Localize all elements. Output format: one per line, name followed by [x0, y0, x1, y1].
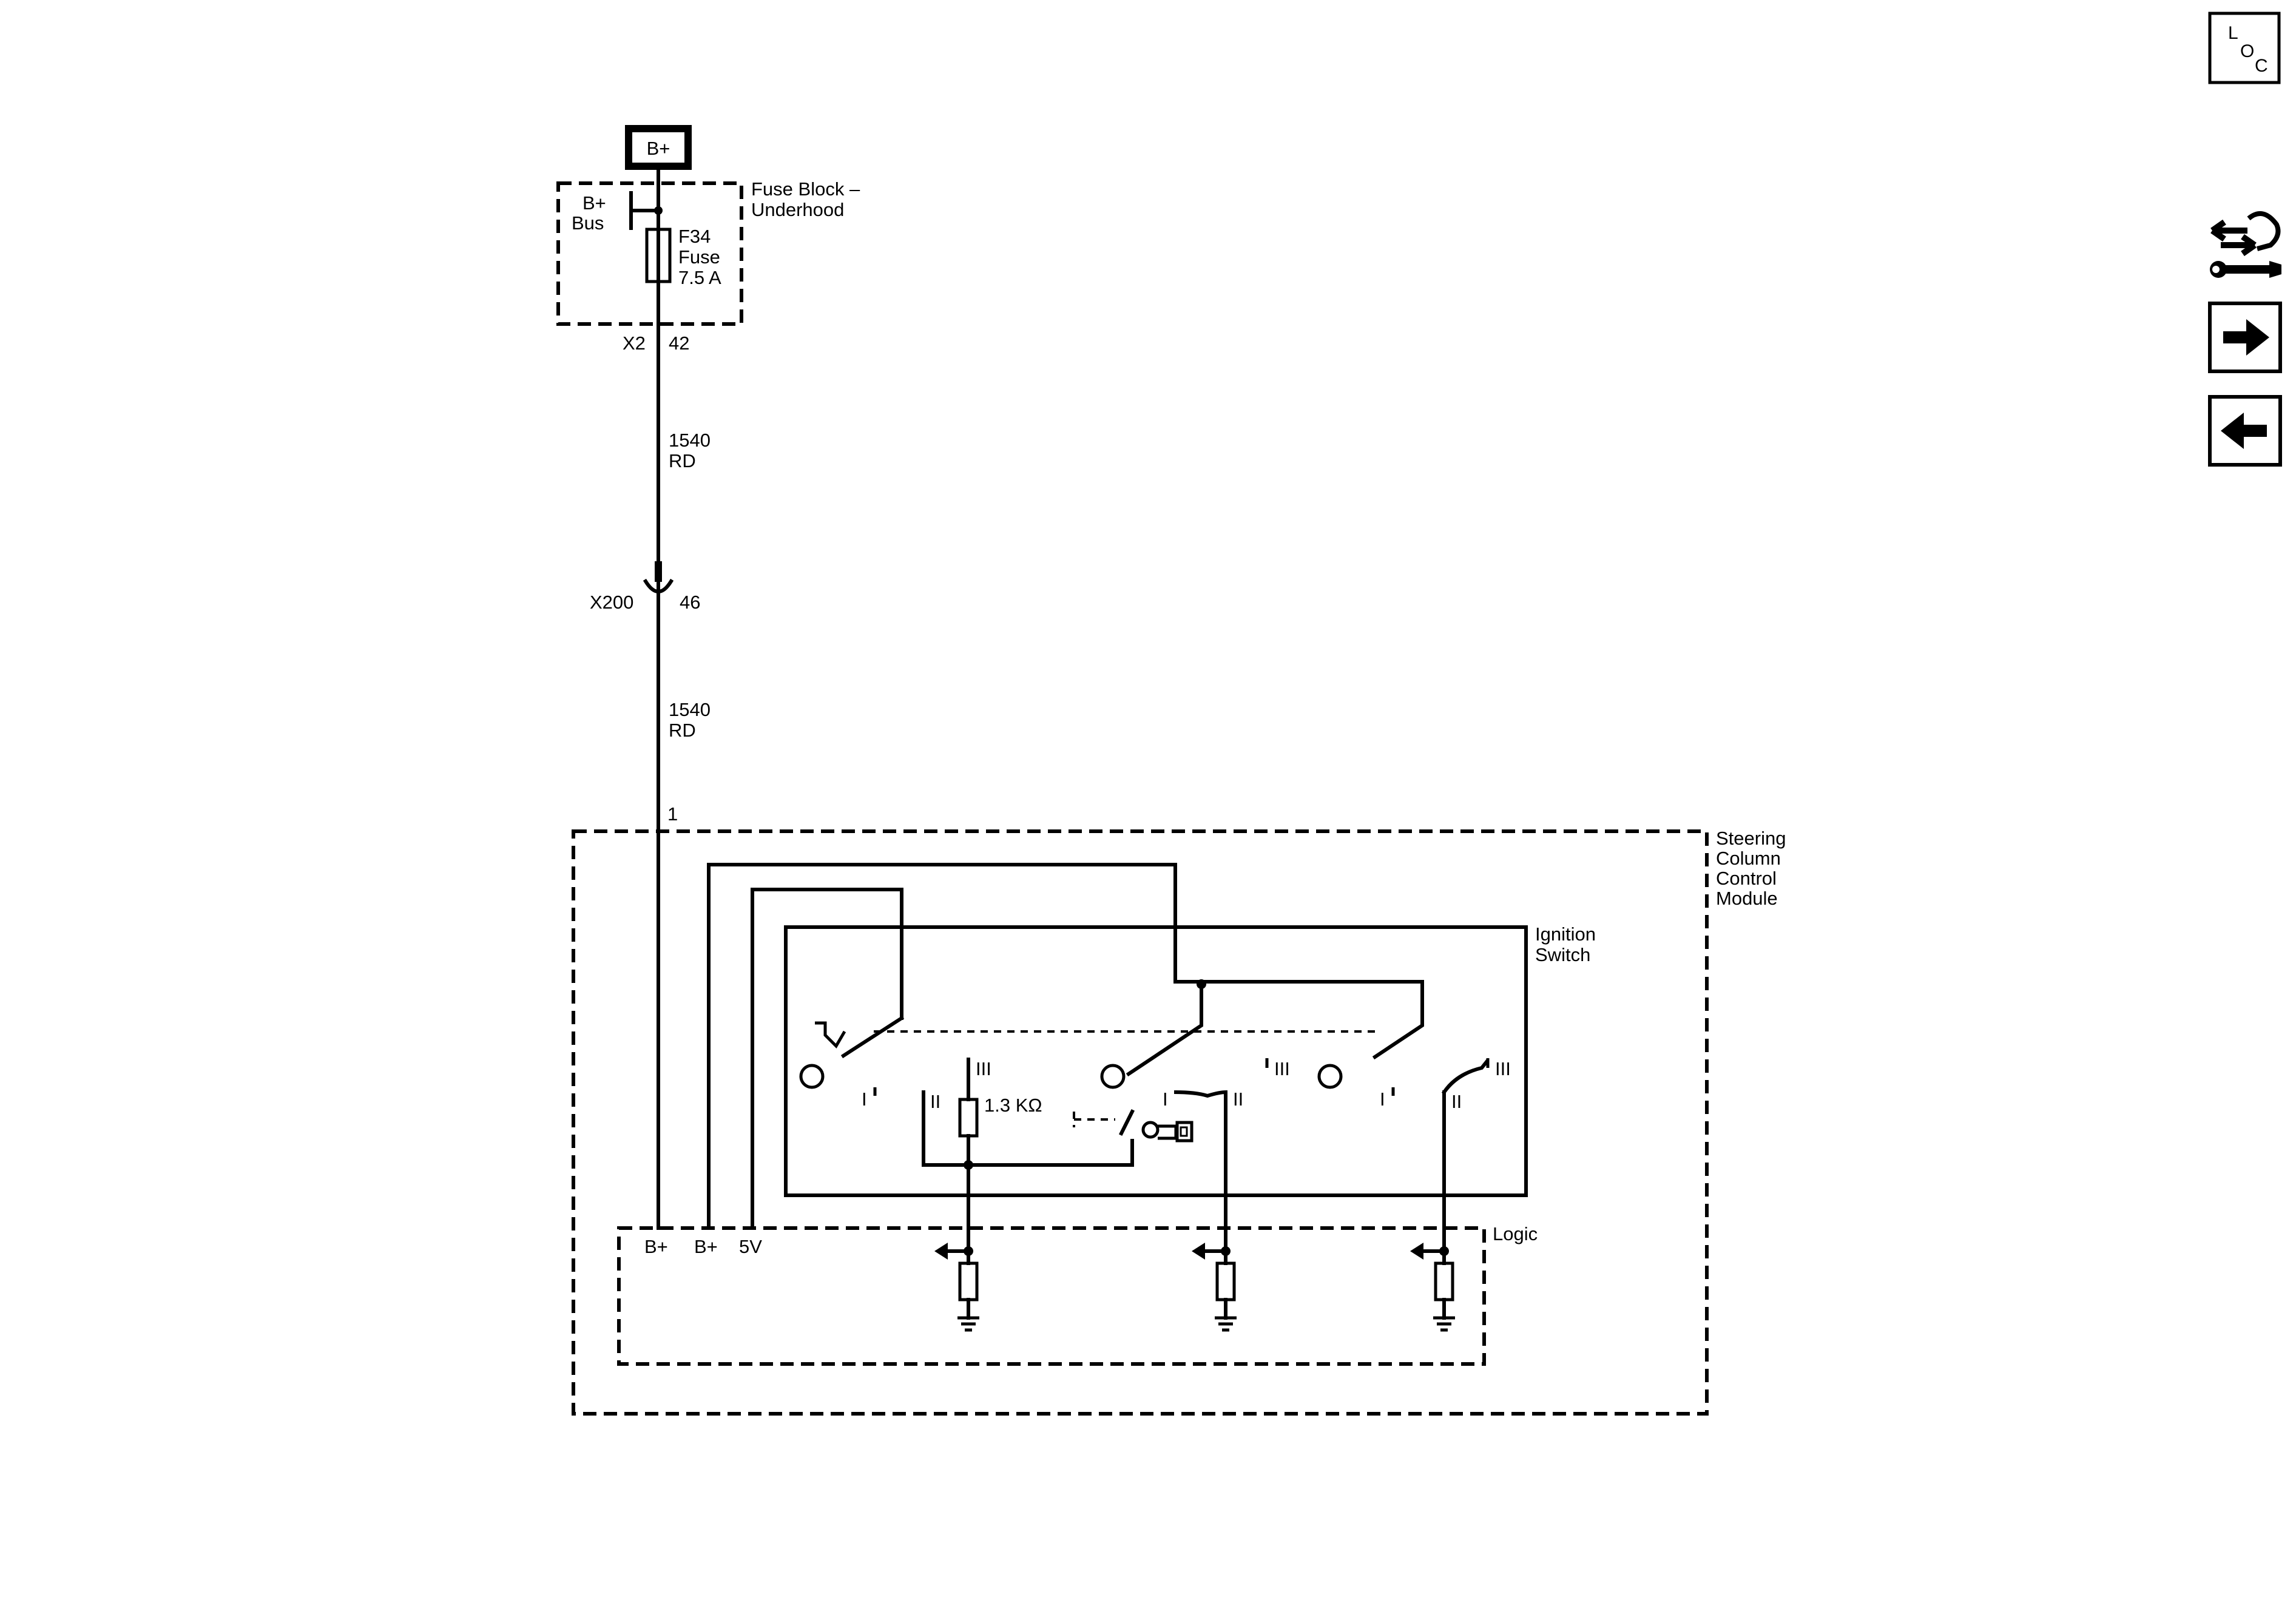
battery-source-label: B+	[647, 138, 670, 159]
switch2-position-III: III	[1274, 1058, 1290, 1079]
bus-label: B+	[582, 192, 606, 214]
wire-upper-color: RD	[669, 450, 696, 471]
logic-input-circuit	[934, 1243, 979, 1332]
fuse-block-label-2: Underhood	[751, 199, 844, 220]
logic-input-circuit	[1192, 1243, 1237, 1332]
logic-input-5v: 5V	[739, 1236, 762, 1257]
logic-input-bplus-2: B+	[694, 1236, 718, 1257]
ground-icon	[1215, 1316, 1237, 1332]
wire-lower-circuit: 1540	[669, 699, 711, 720]
fuse-type: Fuse	[678, 246, 720, 268]
resistor-value: 1.3 KΩ	[984, 1095, 1042, 1116]
module-name-line: Module	[1716, 888, 1778, 909]
fuse-rating: 7.5 A	[678, 267, 721, 288]
logic-label: Logic	[1493, 1223, 1538, 1244]
fuse-block-label: Fuse Block –	[751, 178, 860, 200]
ignition-switch: Ignition Switch I II III 1.3 KΩ I II II	[707, 863, 1596, 1253]
fuse-block-underhood: Fuse Block – Underhood B+ Bus F34 Fuse 7…	[556, 178, 860, 354]
back-button[interactable]	[2208, 395, 2282, 467]
wire-lower-color: RD	[669, 720, 696, 741]
logic-input-bplus: B+	[644, 1236, 668, 1257]
ground-icon	[957, 1316, 979, 1332]
connector-x200-label: X200	[590, 592, 633, 613]
connector-x2-label: X2	[623, 333, 646, 354]
module-pin-1: 1	[667, 803, 678, 825]
switch1-position-III: III	[976, 1058, 991, 1079]
key-icon	[1141, 1121, 1194, 1143]
switch1-position-I: I	[862, 1089, 867, 1110]
connector-x200-icon	[643, 578, 674, 593]
loc-button[interactable]: L O C	[2208, 12, 2281, 84]
next-button[interactable]	[2208, 302, 2282, 373]
switch3-position-I: I	[1380, 1089, 1385, 1110]
switch2-position-I: I	[1163, 1089, 1168, 1110]
bus-label-2: Bus	[572, 212, 604, 234]
module-name-line: Column	[1716, 848, 1781, 869]
logic-block: Logic B+ B+ 5V	[617, 1223, 1538, 1366]
logic-input-circuit	[1410, 1243, 1455, 1332]
feed-wire: 1540 RD X200 46 1540 RD 1	[590, 164, 711, 1230]
resistor-1-3k-icon	[958, 1098, 979, 1138]
loc-letter: C	[2255, 56, 2268, 76]
connector-x2-pin: 42	[669, 333, 689, 354]
wire-upper-circuit: 1540	[669, 430, 711, 451]
ignition-switch-label: Ignition	[1535, 923, 1596, 945]
switch1-position-II: II	[930, 1091, 940, 1112]
ground-icon	[1433, 1316, 1455, 1332]
steering-column-control-module: Steering Column Control Module	[572, 828, 1786, 1416]
arrow-left-icon	[2221, 413, 2267, 449]
connector-x200-pin: 46	[680, 592, 700, 613]
loc-letter: L	[2228, 23, 2238, 43]
connector-tool-icon[interactable]	[2210, 211, 2281, 278]
module-name-line: Control	[1716, 868, 1777, 889]
battery-source: B+	[625, 125, 692, 170]
switch2-position-II: II	[1233, 1089, 1243, 1110]
switch3-position-III: III	[1495, 1058, 1511, 1079]
module-name-line: Steering	[1716, 828, 1786, 849]
loc-letter: O	[2240, 41, 2254, 61]
fuse-name: F34	[678, 226, 711, 247]
ignition-switch-label-2: Switch	[1535, 944, 1590, 965]
switch3-position-II: II	[1451, 1091, 1462, 1112]
arrow-right-icon	[2223, 319, 2269, 356]
